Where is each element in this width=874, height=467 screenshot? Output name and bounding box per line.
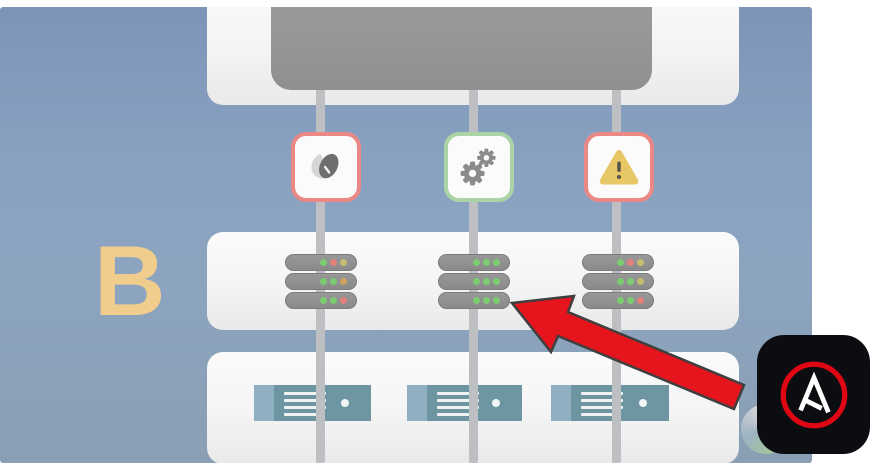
control-box [271, 7, 652, 90]
client-node [551, 385, 669, 421]
status-led-green [493, 278, 500, 285]
status-led-green [627, 278, 634, 285]
server-stack [438, 254, 510, 311]
server-unit [438, 292, 510, 309]
status-led-yellow [340, 259, 347, 266]
status-led-red [637, 297, 644, 304]
speaker-icon [311, 153, 339, 179]
server-unit [285, 273, 357, 290]
status-led-green [473, 278, 480, 285]
status-led-green [493, 259, 500, 266]
status-led-yellow [637, 259, 644, 266]
section-label: B [94, 225, 165, 336]
server-stack [582, 254, 654, 311]
warning-status-box [584, 132, 654, 202]
warning-icon [599, 149, 639, 185]
status-led-green [483, 259, 490, 266]
client-node-text-lines [437, 392, 479, 420]
status-led-green [627, 297, 634, 304]
server-unit [285, 292, 357, 309]
status-led-green [473, 259, 480, 266]
client-node [254, 385, 371, 421]
gears-icon [460, 148, 496, 186]
server-unit [582, 292, 654, 309]
status-led-green [320, 259, 327, 266]
status-led-green [617, 278, 624, 285]
status-led-green [320, 278, 327, 285]
status-led-green [330, 297, 337, 304]
status-led-red [340, 297, 347, 304]
server-unit [438, 254, 510, 271]
server-unit [582, 273, 654, 290]
server-stack [285, 254, 357, 311]
client-node-led [639, 399, 647, 407]
client-node-tab [551, 385, 571, 421]
status-led-green [483, 278, 490, 285]
gears-status-box [444, 132, 514, 202]
client-node-text-lines [284, 392, 326, 420]
status-led-green [617, 259, 624, 266]
speaker-status-box [291, 132, 361, 202]
status-led-green [320, 297, 327, 304]
status-led-orange [340, 278, 347, 285]
server-unit [285, 254, 357, 271]
client-node-tab [407, 385, 427, 421]
client-node-led [341, 399, 349, 407]
status-led-green [473, 297, 480, 304]
status-led-green [617, 297, 624, 304]
client-node [407, 385, 522, 421]
status-led-red [627, 259, 634, 266]
status-led-red [330, 259, 337, 266]
client-node-tab [254, 385, 274, 421]
client-node-led [492, 399, 500, 407]
slide-background: B [0, 7, 812, 463]
ansible-logo [757, 335, 870, 454]
server-unit [438, 273, 510, 290]
ansible-a-glyph [780, 361, 847, 428]
status-led-green [483, 297, 490, 304]
server-unit [582, 254, 654, 271]
status-led-green [330, 278, 337, 285]
status-led-green [493, 297, 500, 304]
status-led-yellow [637, 278, 644, 285]
